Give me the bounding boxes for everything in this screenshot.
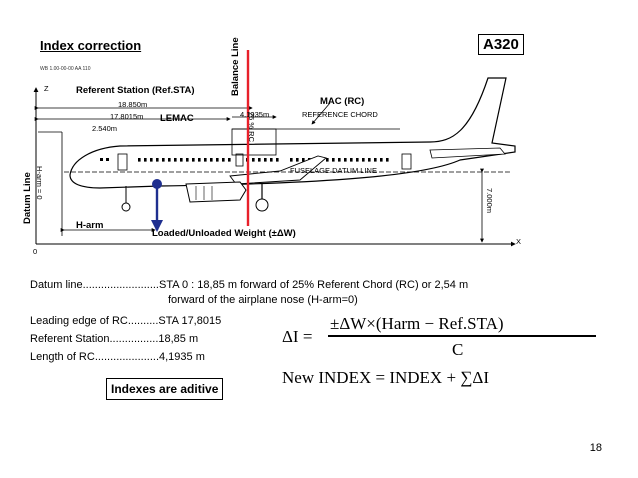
info-value: 4,1935 m xyxy=(159,351,205,363)
balance-line-label: Balance Line xyxy=(230,37,241,96)
fraction-bar xyxy=(328,335,596,337)
wing-exit xyxy=(235,153,244,167)
info-datum-line: Datum line.........................STA 0… xyxy=(30,279,468,291)
additive-note: Indexes are aditive xyxy=(106,378,224,400)
rc-25-label: 25 % RC xyxy=(247,112,256,143)
main-wheel xyxy=(255,198,269,212)
h-arm-label: H-arm xyxy=(76,220,104,231)
origin-label: 0 xyxy=(33,247,38,256)
h-arm-zero-label: H-arm = 0 xyxy=(35,166,44,200)
formula-denominator: C xyxy=(452,340,464,359)
fuselage-datum-label: FUSELAGE DATUM LINE xyxy=(290,166,377,175)
formula-lhs: ΔI = xyxy=(282,327,313,346)
info-label: Length of RC..................... xyxy=(30,351,159,363)
info-label: Referent Station................ xyxy=(30,333,159,345)
dim-18850-label: 18.850m xyxy=(118,100,148,109)
info-value: 18,85 m xyxy=(158,333,199,345)
info-value: STA 17,8015 xyxy=(158,315,222,327)
horizontal-tail xyxy=(429,147,506,159)
info-label: Leading edge of RC.......... xyxy=(30,315,159,327)
x-axis-label: X xyxy=(516,237,522,246)
weight-point xyxy=(152,179,162,189)
page-number: 18 xyxy=(589,442,602,454)
formula-new-index: New INDEX = INDEX + ∑ΔI xyxy=(282,368,489,387)
rear-door xyxy=(401,153,412,170)
aircraft-badge: A320 xyxy=(478,34,524,55)
datum-line-label: Datum Line xyxy=(22,172,33,224)
engine xyxy=(185,181,247,203)
info-label: Datum line......................... xyxy=(30,279,159,291)
info-value: STA 0 : 18,85 m forward of 25% Referent … xyxy=(158,279,469,291)
slide-title: Index correction xyxy=(40,38,142,53)
weight-label: Loaded/Unloaded Weight (±ΔW) xyxy=(152,228,296,239)
info-length-rc: Length of RC.....................4,1935 … xyxy=(30,351,205,363)
mac-label: MAC (RC) xyxy=(320,96,365,107)
lemac-label: LEMAC xyxy=(160,113,194,124)
info-ref-station: Referent Station................18,85 m xyxy=(30,333,198,345)
dim-2540-label: 2.540m xyxy=(92,124,118,133)
dim-7000-label: 7.000m xyxy=(485,188,494,214)
mac-box xyxy=(231,128,277,156)
ref-station-label: Referent Station (Ref.STA) xyxy=(76,85,195,96)
info-datum-line-cont: forward of the airplane nose (H-arm=0) xyxy=(168,294,358,306)
reference-chord-label: REFERENCE CHORD xyxy=(302,110,378,119)
fine-print: WB 1.00-00-00 AA 110 xyxy=(40,66,91,72)
formula-numerator: ±ΔW×(Harm − Ref.STA) xyxy=(330,314,504,333)
front-door xyxy=(117,153,128,171)
dim-178015-label: 17.8015m xyxy=(110,112,144,121)
info-value: forward of the airplane nose (H-arm=0) xyxy=(168,294,358,306)
dim-41935-label: 4.1935m xyxy=(240,110,270,119)
z-axis-label: Z xyxy=(44,84,49,93)
mac-pointer xyxy=(311,102,331,125)
info-leading-edge: Leading edge of RC..........STA 17,8015 xyxy=(30,315,221,327)
nose-wheel xyxy=(121,202,131,212)
airplane-diagram xyxy=(33,50,516,247)
